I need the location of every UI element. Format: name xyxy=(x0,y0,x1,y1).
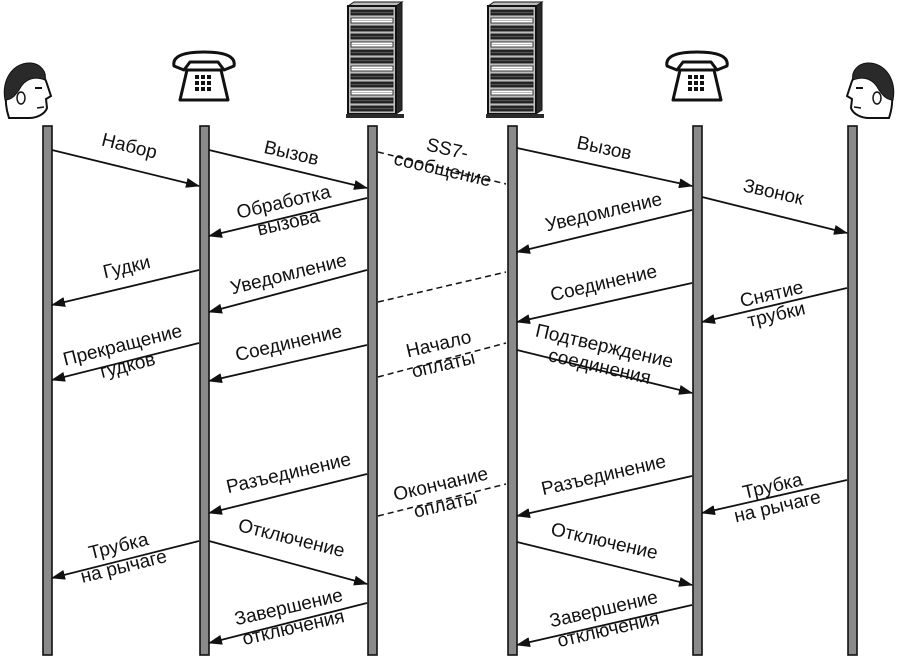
message-1: Набор xyxy=(51,130,200,188)
message-11: Соединение xyxy=(516,261,693,325)
signal-label: SS7-сообщение xyxy=(392,128,498,191)
lifeline-2 xyxy=(199,125,210,656)
message-arrow xyxy=(701,196,848,235)
message-label: Трубкана рычаге xyxy=(727,466,822,527)
message-label: Завершениеотключения xyxy=(233,585,350,651)
message-label-line: Разъединение xyxy=(539,451,668,500)
message-arrow xyxy=(208,540,368,586)
message-label: Уведомление xyxy=(543,189,664,236)
signal-label: Окончаниеоплаты xyxy=(391,464,494,527)
message-label-line: Соединение xyxy=(233,321,344,366)
message-13: Подтверждениесоединения xyxy=(516,321,693,395)
lifeline-6 xyxy=(847,125,858,656)
signal-dashed-line xyxy=(377,151,507,185)
switch-server-left-icon xyxy=(346,1,404,118)
message-arrow xyxy=(516,475,693,518)
message-label: Вызов xyxy=(575,133,634,165)
message-5: Уведомление xyxy=(208,250,368,314)
message-label: Соединение xyxy=(548,261,659,306)
message-label-line: Разъединение xyxy=(224,449,353,498)
message-label-line: Уведомление xyxy=(228,250,349,299)
message-arrow xyxy=(208,602,368,645)
message-label: Обработкавызова xyxy=(235,182,338,245)
telephone-right-icon xyxy=(665,50,729,102)
message-3: Обработкавызова xyxy=(208,182,368,245)
message-arrow xyxy=(51,342,200,382)
message-label: Снятиетрубки xyxy=(738,277,810,332)
message-label: Разъединение xyxy=(224,449,353,498)
message-label: Трубкана рычаге xyxy=(73,526,169,588)
message-label: Звонок xyxy=(741,176,806,210)
message-label: Подтверждениесоединения xyxy=(529,321,675,394)
signal-4: Окончаниеоплаты xyxy=(377,464,507,527)
lifeline-3 xyxy=(367,125,378,656)
signal-2 xyxy=(377,271,507,303)
message-arrow xyxy=(701,287,848,324)
message-15: Разъединение xyxy=(516,451,693,518)
message-7: Соединение xyxy=(208,321,368,383)
message-label: Отключение xyxy=(236,515,347,562)
message-label: Завершениеотключения xyxy=(548,587,665,653)
message-label: Отключение xyxy=(549,519,660,564)
message-12: Снятиетрубки xyxy=(701,277,848,332)
signal-dashed-line xyxy=(377,271,507,303)
person-left-icon xyxy=(3,62,53,119)
message-21: Завершениеотключения xyxy=(516,587,693,653)
message-6: Прекращениегудков xyxy=(51,321,200,391)
message-arrow xyxy=(516,209,693,254)
message-label-line: Набор xyxy=(99,130,159,164)
message-8: Вызов xyxy=(516,133,693,189)
signal-dashed-line xyxy=(377,342,507,378)
message-arrow xyxy=(701,479,848,515)
signal-3: Началооплаты xyxy=(377,327,507,383)
message-arrow xyxy=(208,473,368,515)
message-arrow xyxy=(516,349,693,395)
message-arrow xyxy=(516,604,693,647)
message-label: Прекращениегудков xyxy=(61,321,189,391)
telephone-left-icon xyxy=(172,50,236,102)
lifeline-5 xyxy=(692,125,703,656)
message-19: Отключение xyxy=(516,519,693,587)
message-16: Трубкана рычаге xyxy=(701,466,848,527)
lifeline-1 xyxy=(42,125,53,656)
message-arrow xyxy=(208,269,368,314)
message-14: Разъединение xyxy=(208,449,368,515)
message-17: Отключение xyxy=(208,515,368,586)
message-arrow xyxy=(516,147,693,189)
signal-dashed-line xyxy=(377,483,507,517)
signal-label: Началооплаты xyxy=(404,327,478,383)
message-label-line: Соединение xyxy=(548,261,659,306)
message-arrow xyxy=(51,269,200,307)
message-4: Гудки xyxy=(51,252,200,307)
signal-1: SS7-сообщение xyxy=(377,128,507,192)
message-label-line: Уведомление xyxy=(543,189,664,236)
message-label-line: Вызов xyxy=(575,133,634,165)
message-arrow xyxy=(516,541,693,587)
person-right-icon xyxy=(845,62,895,119)
message-label: Разъединение xyxy=(539,451,668,500)
message-label-line: Звонок xyxy=(741,176,806,210)
message-2: Вызов xyxy=(208,137,368,190)
message-18: Трубкана рычаге xyxy=(51,526,200,588)
message-9: Звонок xyxy=(701,176,848,235)
message-arrow xyxy=(208,344,368,383)
message-10: Уведомление xyxy=(516,189,693,254)
lifeline-4 xyxy=(507,125,518,656)
message-label-line: Отключение xyxy=(236,515,347,562)
message-arrow xyxy=(51,540,200,580)
message-20: Завершениеотключения xyxy=(208,585,368,651)
switch-server-right-icon xyxy=(486,1,544,118)
message-arrow xyxy=(516,282,693,325)
message-label-line: Отключение xyxy=(549,519,660,564)
message-label: Уведомление xyxy=(228,250,349,299)
message-arrow xyxy=(208,149,368,190)
message-arrow xyxy=(208,197,368,238)
message-arrow xyxy=(51,149,200,188)
message-label: Набор xyxy=(99,130,159,164)
message-label-line: Гудки xyxy=(101,252,152,283)
message-label: Гудки xyxy=(101,252,152,283)
message-label: Соединение xyxy=(233,321,344,366)
